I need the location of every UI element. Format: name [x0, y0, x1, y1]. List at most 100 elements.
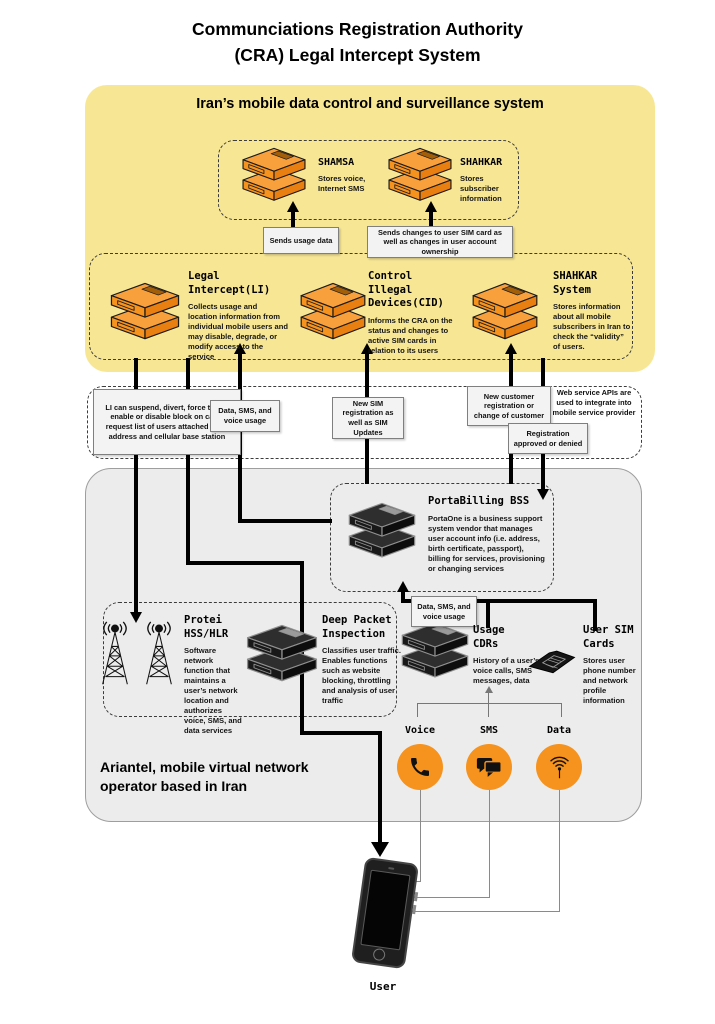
arrowhead-li-to-shamsa: [287, 201, 299, 212]
shamsa-server-icon: [238, 147, 310, 209]
line-stub-usage-cdrs: [486, 603, 490, 628]
usage-cdrs-server-icon: [397, 622, 473, 686]
user-sim-name: User SIM Cards: [583, 624, 634, 650]
portabilling-desc: PortaOne is a business support system ve…: [428, 513, 545, 573]
shahkar-db-name: SHAHKAR: [460, 157, 503, 168]
phone-speaker: [388, 866, 395, 870]
line-voice-to-phone-v: [420, 790, 422, 882]
arrowhead-services-to-cdrs: [485, 686, 493, 693]
sms-circle: [466, 744, 512, 790]
portabilling-server-icon: [344, 502, 420, 566]
line-to-user-v3: [378, 731, 382, 843]
cid-desc: Informs the CRA on the status and change…: [368, 315, 453, 355]
integration-zone-group: [87, 386, 642, 459]
phone-side-button: [413, 892, 419, 902]
bracket-stub-data: [561, 703, 563, 717]
cra-region-title: Iran’s mobile data control and surveilla…: [196, 96, 544, 112]
note-web-api: Web service APIs are used to integrate i…: [552, 388, 636, 417]
flow-label-new-customer: New customer registration or change of c…: [467, 386, 551, 426]
line-sms-to-phone-v: [489, 790, 491, 898]
flow-label-usage-cdrs: Data, SMS, and voice usage: [411, 596, 477, 627]
voice-label: Voice: [404, 725, 436, 736]
bracket-up-shaft: [488, 692, 490, 703]
sms-bubbles-icon: [476, 755, 503, 779]
data-circle: [536, 744, 582, 790]
cell-tower-icon: [140, 620, 178, 688]
dpi-server-icon: [242, 624, 322, 690]
phone-handset-icon: [408, 755, 432, 779]
usage-cdrs-block: Usage CDRs History of a user’s voice cal…: [473, 624, 543, 686]
li-block: Legal Intercept(LI) Collects usage and l…: [188, 270, 288, 362]
arrowhead-registration-down: [537, 489, 549, 500]
cra-storage-group: [218, 140, 519, 220]
portabilling-block: PortaBilling BSS PortaOne is a business …: [428, 495, 548, 574]
line-li-dpi-h1: [186, 561, 304, 565]
arrowhead-usage-to-li: [234, 343, 246, 354]
line-usage-to-li-h: [238, 519, 332, 523]
line-data-to-phone-v: [559, 790, 561, 912]
smartphone-icon: [350, 856, 420, 970]
usage-cdrs-desc: History of a user’s voice calls, SMS mes…: [473, 656, 540, 686]
protei-name: Protei HSS/HLR: [184, 614, 229, 640]
dpi-name: Deep Packet Inspection: [322, 614, 392, 640]
flow-label-sends-changes: Sends changes to user SIM card as well a…: [367, 226, 513, 258]
sms-label: SMS: [479, 725, 499, 736]
line-stub-user-sim: [593, 603, 597, 631]
bracket-stub-sms: [488, 703, 490, 717]
flow-label-new-sim: New SIM registration as well as SIM Upda…: [332, 397, 404, 439]
voice-circle: [397, 744, 443, 790]
protei-desc: Software network function that maintains…: [184, 646, 242, 736]
phone-home-button: [372, 947, 386, 962]
portabilling-name: PortaBilling BSS: [428, 495, 530, 507]
cell-tower-icon: [96, 620, 134, 688]
arrowhead-cdrs-to-portabilling: [397, 581, 409, 592]
li-desc: Collects usage and location information …: [188, 302, 289, 362]
arrow-li-to-protei: [134, 358, 138, 613]
line-li-dpi-v1: [186, 358, 190, 565]
cid-name: Control Illegal Devices(CID): [368, 270, 444, 310]
portabilling-group: [330, 483, 554, 592]
cid-block: Control Illegal Devices(CID) Informs the…: [368, 270, 462, 356]
line-dpi-h2: [300, 731, 382, 735]
page-title: Communciations Registration Authority (C…: [192, 19, 523, 66]
usage-cdrs-name: Usage CDRs: [473, 624, 505, 650]
flow-label-registration: Registration approved or denied: [508, 423, 588, 454]
flow-label-li-capabilities: LI can suspend, divert, force to 2G, ena…: [93, 389, 241, 455]
line-cdrs-up-v: [401, 591, 405, 603]
line-data-to-phone-h: [408, 911, 560, 913]
shahkar-system-desc: Stores information about all mobile subs…: [553, 302, 631, 352]
arrowhead-cid-to-shahkar: [425, 201, 437, 212]
user-label: User: [369, 980, 397, 993]
phone-side-button: [412, 904, 417, 915]
shahkar-db-desc: Stores subscriber information: [460, 174, 502, 204]
arrowhead-to-user: [371, 842, 389, 857]
line-cdrs-h: [401, 599, 597, 603]
core-network-group: [103, 602, 397, 717]
user-sim-desc: Stores user phone number and network pro…: [583, 656, 636, 706]
arrowhead-sim-to-cid: [361, 343, 373, 354]
protei-block: Protei HSS/HLR Software network function…: [184, 614, 244, 736]
shamsa-block: SHAMSA Stores voice, Internet SMS: [318, 156, 388, 194]
bracket-services: [417, 703, 562, 705]
data-label: Data: [546, 725, 572, 736]
ariantel-caption: Ariantel, mobile virtual network operato…: [100, 759, 309, 794]
shahkar-system-name: SHAHKAR System: [553, 270, 598, 296]
arrowhead-li-to-protei: [130, 612, 142, 623]
li-server-icon: [106, 282, 184, 348]
flow-label-sends-usage: Sends usage data: [263, 227, 339, 254]
dpi-desc: Classifies user traffic. Enables functio…: [322, 646, 401, 706]
dpi-block: Deep Packet Inspection Classifies user t…: [322, 614, 402, 706]
user-sim-block: User SIM Cards Stores user phone number …: [583, 624, 643, 706]
shamsa-desc: Stores voice, Internet SMS: [318, 174, 366, 194]
li-name: Legal Intercept(LI): [188, 270, 271, 296]
shahkar-db-block: SHAHKAR Stores subscriber information: [460, 156, 522, 204]
shamsa-name: SHAMSA: [318, 157, 355, 168]
bracket-stub-voice: [417, 703, 419, 717]
phone-screen: [360, 869, 411, 951]
arrowhead-newcust-to-shahkar: [505, 343, 517, 354]
shahkar-system-server-icon: [468, 282, 542, 348]
flow-label-usage-up: Data, SMS, and voice usage: [210, 400, 280, 432]
cra-systems-group: [89, 253, 633, 360]
wifi-data-icon: [547, 755, 572, 780]
